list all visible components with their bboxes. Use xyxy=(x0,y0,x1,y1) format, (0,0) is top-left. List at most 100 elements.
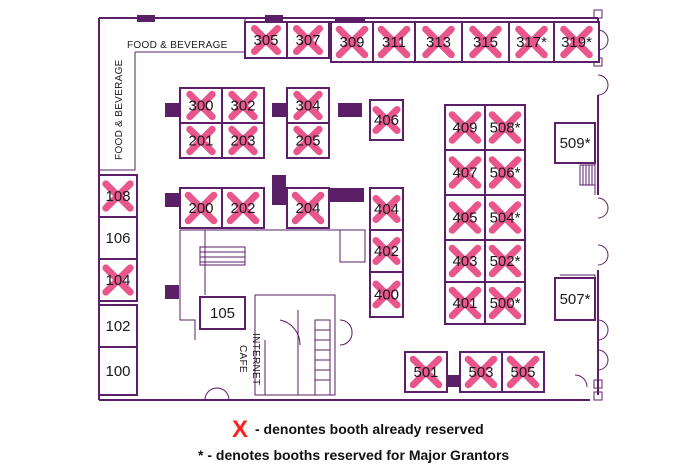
reserved-x-mark xyxy=(560,25,593,59)
booth-508: 508* xyxy=(484,104,526,151)
booth-label: 105 xyxy=(210,305,235,322)
internal-structures xyxy=(179,154,596,396)
booth-201: 201 xyxy=(179,122,223,159)
booth-313: 313 xyxy=(414,21,463,63)
reserved-x-mark xyxy=(488,201,522,234)
booth-label: 404 xyxy=(374,201,399,218)
booth-label: 405 xyxy=(452,210,477,227)
booth-label: 508* xyxy=(490,120,521,137)
booth-label: 317* xyxy=(516,34,547,51)
booth-label: 500* xyxy=(490,295,521,312)
reserved-x-mark xyxy=(448,201,482,234)
booth-label: 502* xyxy=(490,253,521,270)
booth-label: 313 xyxy=(426,34,451,51)
booth-311: 311 xyxy=(372,21,416,63)
booth-outline xyxy=(554,277,596,321)
reserved-x-mark xyxy=(292,24,324,56)
reserved-x-mark xyxy=(335,25,369,59)
booth-label: 409 xyxy=(452,120,477,137)
booth-304: 304 xyxy=(286,87,330,124)
reserved-x-mark xyxy=(186,90,216,121)
reserved-x-mark xyxy=(250,24,282,56)
booth-label: 300 xyxy=(188,98,213,115)
reserved-x-mark xyxy=(184,191,218,225)
booth-501: 501 xyxy=(404,351,448,393)
reserved-x-mark xyxy=(291,191,325,225)
booth-202: 202 xyxy=(221,187,265,229)
reserved-x-mark xyxy=(488,156,522,189)
reserved-x-mark xyxy=(226,191,260,225)
booth-label: 205 xyxy=(295,133,320,150)
booth-405: 405 xyxy=(444,194,486,241)
booth-label: 501 xyxy=(413,364,438,381)
booth-407: 407 xyxy=(444,149,486,196)
booth-105: 105 xyxy=(199,296,246,330)
reserved-x-mark xyxy=(372,280,401,309)
booth-309: 309 xyxy=(330,21,374,63)
booth-307: 307 xyxy=(286,21,330,59)
booth-label: 319* xyxy=(561,34,592,51)
booth-205: 205 xyxy=(286,122,330,159)
booth-label: 307 xyxy=(295,32,320,49)
booth-315: 315 xyxy=(461,21,510,63)
reserved-x-mark xyxy=(228,90,258,121)
reserved-x-mark xyxy=(409,355,443,389)
reserved-x-mark xyxy=(422,25,455,59)
booth-outline xyxy=(199,296,246,330)
reserved-x-mark xyxy=(372,194,401,224)
reserved-x-mark xyxy=(186,125,216,156)
booth-label: 406 xyxy=(374,112,399,129)
booth-503: 503 xyxy=(459,351,503,393)
booth-203: 203 xyxy=(221,122,265,159)
booth-404: 404 xyxy=(369,187,404,231)
booth-502: 502* xyxy=(484,239,526,283)
booth-label: 311 xyxy=(382,34,406,51)
booth-108: 108 xyxy=(98,174,138,218)
booth-403: 403 xyxy=(444,239,486,283)
booth-300: 300 xyxy=(179,87,223,124)
internet-cafe-label-1: INTERNET xyxy=(250,333,261,385)
reserved-x-mark xyxy=(488,111,522,144)
food-beverage-side-label: FOOD & BEVERAGE xyxy=(114,59,125,160)
booth-label: 403 xyxy=(452,253,477,270)
booth-label: 402 xyxy=(374,243,399,260)
booth-500: 500* xyxy=(484,281,526,325)
booth-label: 507* xyxy=(560,291,591,308)
legend-reserved-text: - denontes booth already reserved xyxy=(255,421,484,437)
booth-label: 106 xyxy=(105,230,130,247)
reserved-x-mark xyxy=(469,25,502,59)
booth-506: 506* xyxy=(484,149,526,196)
booth-406: 406 xyxy=(369,99,404,141)
food-beverage-top-label: FOOD & BEVERAGE xyxy=(127,40,228,51)
reserved-x-mark xyxy=(372,105,401,135)
booth-504: 504* xyxy=(484,194,526,241)
booth-label: 407 xyxy=(452,165,477,182)
booth-label: 309 xyxy=(339,34,364,51)
booth-label: 204 xyxy=(295,200,320,217)
booth-label: 505 xyxy=(510,364,535,381)
reserved-x-mark xyxy=(293,90,323,121)
booth-label: 509* xyxy=(560,135,591,152)
booth-label: 401 xyxy=(452,295,477,312)
booth-507: 507* xyxy=(554,277,596,321)
booth-label: 100 xyxy=(105,363,130,380)
reserved-x-mark xyxy=(372,236,401,266)
booth-label: 202 xyxy=(230,200,255,217)
reserved-x-mark xyxy=(448,156,482,189)
booth-label: 504* xyxy=(490,210,521,227)
legend-grantor-text: * - denotes booths reserved for Major Gr… xyxy=(198,447,509,463)
booth-401: 401 xyxy=(444,281,486,325)
booth-label: 503 xyxy=(468,364,493,381)
booth-317: 317* xyxy=(508,21,555,63)
reserved-x-mark xyxy=(102,180,134,212)
booth-305: 305 xyxy=(244,21,288,59)
booth-label: 200 xyxy=(188,200,213,217)
booth-102: 102 xyxy=(98,304,138,348)
reserved-x-mark xyxy=(377,25,411,59)
reserved-x-mark xyxy=(488,286,522,320)
booth-label: 305 xyxy=(253,32,278,49)
booth-409: 409 xyxy=(444,104,486,151)
booth-label: 203 xyxy=(230,133,255,150)
legend: X - denontes booth already reserved * - … xyxy=(198,416,509,463)
